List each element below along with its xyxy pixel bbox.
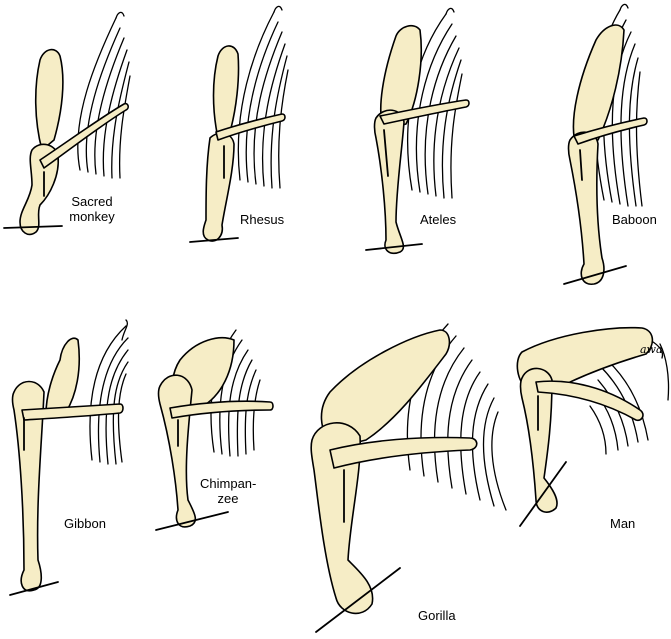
- gibbon-skeleton: [9, 319, 129, 596]
- annotation-handwritten: awa: [640, 343, 663, 356]
- gibbon-scapula: [45, 337, 81, 415]
- ateles-scapula: [379, 24, 423, 131]
- chimpanzee-humerus: [157, 374, 197, 528]
- man-humerus: [519, 367, 558, 513]
- rhesus-humerus: [202, 132, 235, 242]
- sacred-monkey-scapula: [34, 48, 64, 151]
- chimpanzee-skeleton: [155, 329, 274, 531]
- sacred-monkey-skeleton: [3, 11, 131, 236]
- baboon-clavicle: [573, 117, 648, 145]
- baboon-skeleton: [563, 3, 648, 285]
- ateles-humerus: [373, 109, 405, 255]
- rhesus-scapula: [212, 45, 240, 139]
- label-gorilla: Gorilla: [418, 608, 456, 623]
- man-clavicle: [535, 380, 644, 422]
- chimpanzee-clavicle: [169, 400, 274, 419]
- label-sacred-monkey: Sacred monkey: [69, 194, 115, 224]
- gibbon-clavicle: [21, 403, 124, 421]
- label-man: Man: [610, 516, 636, 531]
- label-baboon: Baboon: [612, 212, 657, 227]
- ateles-skeleton: [365, 7, 470, 255]
- label-gibbon: Gibbon: [64, 516, 106, 531]
- gorilla-humerus: [310, 422, 374, 615]
- label-rhesus: Rhesus: [240, 212, 285, 227]
- baboon-humerus: [567, 131, 605, 285]
- sacred-monkey-ribs: [77, 11, 131, 179]
- gorilla-clavicle: [329, 436, 478, 469]
- ateles-clavicle: [379, 99, 470, 125]
- man-skeleton: [516, 326, 670, 527]
- rhesus-ribs: [237, 5, 289, 189]
- label-ateles: Ateles: [420, 212, 457, 227]
- gorilla-skeleton: [310, 323, 507, 633]
- sacred-monkey-clavicle: [39, 102, 129, 169]
- label-chimpanzee: Chimpan-zee: [200, 476, 257, 506]
- rhesus-skeleton: [189, 5, 289, 243]
- gibbon-ribs: [89, 319, 129, 465]
- gibbon-humerus: [11, 380, 45, 592]
- rhesus-clavicle: [215, 113, 286, 141]
- baboon-scapula: [572, 24, 625, 147]
